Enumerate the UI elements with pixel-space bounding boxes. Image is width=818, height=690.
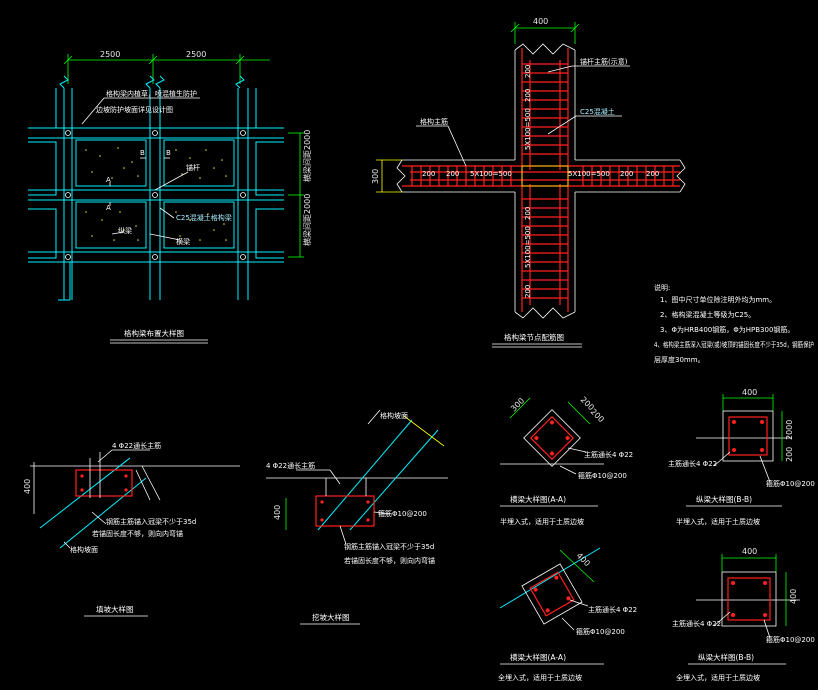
sec1-dim-c: 200	[589, 407, 606, 424]
sec2-subtitle: 半埋入式，适用于土质边坡	[676, 517, 760, 526]
section-aa-half: 300 200 200 主筋通长4 Φ22 箍筋Φ10@200 横梁大样图(A-…	[500, 395, 633, 526]
cut-label-stirrup: 箍筋Φ10@200	[378, 509, 427, 518]
cross-dim-top: 400	[533, 17, 548, 26]
fill-label-note1: 钢筋主筋锚入冠梁不少于35d	[106, 517, 196, 526]
plan-dim-top-right: 2500	[186, 50, 206, 59]
fill-label-note2: 若锚固长度不够，则向内弯锚	[92, 529, 183, 538]
sec4-dim-top: 400	[742, 547, 757, 556]
cross-dim-h-left3: 5X100=500	[470, 170, 512, 178]
cut-dim-h: 400	[273, 505, 282, 520]
notes-item-3: 3、Φ为HRB400钢筋，Φ为HPB300钢筋。	[660, 325, 794, 334]
cross-vertical-stirrups	[522, 63, 568, 299]
cross-label-left: 格构主筋	[420, 117, 448, 126]
sec4-label-stirrup: 箍筋Φ10@200	[766, 635, 815, 644]
plan-dim-top-left: 2500	[100, 50, 120, 59]
cross-dim-h-left2: 200	[446, 170, 459, 178]
plan-label-plant2: 边坡防护坡面详见设计图	[96, 105, 173, 114]
fill-label-edge: 格构坡面	[70, 545, 98, 554]
cross-title: 格构梁节点配筋图	[504, 332, 564, 342]
plan-dim-right-lower: 横梁间距2000	[302, 194, 312, 246]
section-bb-full: 400 400 主筋通长4 Φ22 箍筋Φ10@200 纵梁大样图(B-B) 全…	[672, 547, 815, 682]
fill-slope-detail: 400 4 Φ22通长主筋 钢筋主筋锚入冠梁不少于35d 若锚固长度不够，则向内…	[23, 441, 240, 617]
notes-item-5: 层厚度30mm。	[654, 355, 705, 364]
sec3-title: 横梁大样图(A-A)	[510, 652, 566, 662]
section-aa-full: 400 主筋通长4 Φ22 箍筋Φ10@200 横梁大样图(A-A) 全埋入式，…	[498, 547, 637, 682]
cross-node-detail: 400 300 200 5X100=500 200 200 5X100=500 …	[371, 17, 686, 348]
cut-label-note1: 钢筋主筋锚入冠梁不少于35d	[344, 542, 434, 551]
plan-label-c25: C25混凝土格构梁	[176, 213, 232, 222]
cross-dim-h-right1: 5X100=500	[568, 170, 610, 178]
sec1-title: 横梁大样图(A-A)	[510, 494, 566, 504]
cross-dim-v-top1: 200	[524, 89, 532, 102]
cut-label-main: 4 Φ22通长主筋	[266, 461, 315, 470]
sec4-dim-r: 400	[789, 589, 798, 604]
sec2-title: 纵梁大样图(B-B)	[696, 494, 752, 504]
notes-heading: 说明:	[654, 283, 670, 292]
sec3-subtitle: 全埋入式，适用于土质边坡	[498, 673, 582, 682]
plan-label-plant: 格构梁内植草，喷混植生防护	[106, 89, 197, 98]
plan-label-edge: 纵梁	[118, 226, 132, 235]
fill-label-main: 4 Φ22通长主筋	[112, 441, 161, 450]
sec4-subtitle: 全埋入式，适用于土质边坡	[676, 673, 760, 682]
sec2-dim-top: 400	[742, 388, 757, 397]
fill-dim-h: 400	[23, 479, 32, 494]
plan-label-b-right: B	[166, 149, 171, 157]
notes-item-4: 4、格构梁主筋深入冠梁(或)坡顶的锚固长度不少于35d，钢筋保护	[654, 340, 814, 349]
fill-title: 填坡大样图	[96, 604, 134, 614]
cross-dim-v-bot2: 5X100=500	[524, 226, 532, 268]
cross-dim-left: 300	[371, 169, 380, 184]
cross-label-c25: C25混凝土	[580, 107, 615, 116]
sec4-title: 纵梁大样图(B-B)	[698, 652, 754, 662]
sec4-label-main: 主筋通长4 Φ22	[672, 619, 721, 628]
plan-dim-right-upper: 横梁间距2000	[302, 130, 312, 182]
cross-dim-v-bot3: 200	[524, 285, 532, 298]
cross-dim-v-top3: 200	[524, 65, 532, 78]
section-bb-half: 400 2000 200 主筋通长4 Φ22 箍筋Φ10@200 纵梁大样图(B…	[668, 388, 815, 526]
sec2-dim-r1: 2000	[785, 420, 794, 440]
cross-label-top-note: 锚杆主筋(示意)	[580, 57, 628, 66]
sec2-label-main: 主筋通长4 Φ22	[668, 459, 717, 468]
notes-item-1: 1、图中尺寸单位除注明外均为mm。	[660, 295, 776, 304]
cross-dim-h-left1: 200	[422, 170, 435, 178]
plan-label-a-lower: A	[106, 204, 111, 212]
cross-dim-h-right2: 200	[620, 170, 633, 178]
plan-label-b-top: B	[140, 149, 145, 157]
cross-dim-v-bot1: 200	[524, 207, 532, 220]
plan-view: 2500 2500	[28, 50, 312, 344]
cut-label-top: 格构坡面	[380, 411, 408, 420]
cut-slope-detail: 400 格构坡面 4 Φ22通长主筋 箍筋Φ10@200 钢筋主筋锚入冠梁不少于…	[266, 409, 448, 625]
notes-item-2: 2、格构梁混凝土等级为C25。	[660, 310, 755, 319]
plan-title: 格构梁布置大样图	[124, 328, 184, 338]
sec1-label-stirrup: 箍筋Φ10@200	[578, 471, 627, 480]
notes-block: 说明: 1、图中尺寸单位除注明外均为mm。 2、格构梁混凝土等级为C25。 3、…	[654, 283, 814, 364]
plant-dots	[85, 147, 227, 241]
sec1-label-main: 主筋通长4 Φ22	[584, 450, 633, 459]
cut-label-note2: 若锚固长度不够，则向内弯锚	[344, 556, 435, 565]
sec3-label-main: 主筋通长4 Φ22	[588, 605, 637, 614]
cross-horizontal-stirrups	[411, 166, 674, 186]
cross-dim-v-top2: 5X100=500	[524, 108, 532, 150]
sec2-dim-r2: 200	[785, 447, 794, 462]
cross-dim-h-right3: 200	[646, 170, 659, 178]
sec2-label-stirrup: 箍筋Φ10@200	[766, 479, 815, 488]
plan-label-frame: 横梁	[176, 237, 190, 246]
cut-title: 挖坡大样图	[312, 612, 350, 622]
sec3-label-stirrup: 箍筋Φ10@200	[576, 627, 625, 636]
sec1-subtitle: 半埋入式，适用于土质边坡	[500, 517, 584, 526]
sec1-dim-a: 300	[509, 396, 526, 413]
plan-label-a-left: A	[106, 176, 111, 184]
plan-label-anchor: 锚杆	[186, 163, 200, 172]
